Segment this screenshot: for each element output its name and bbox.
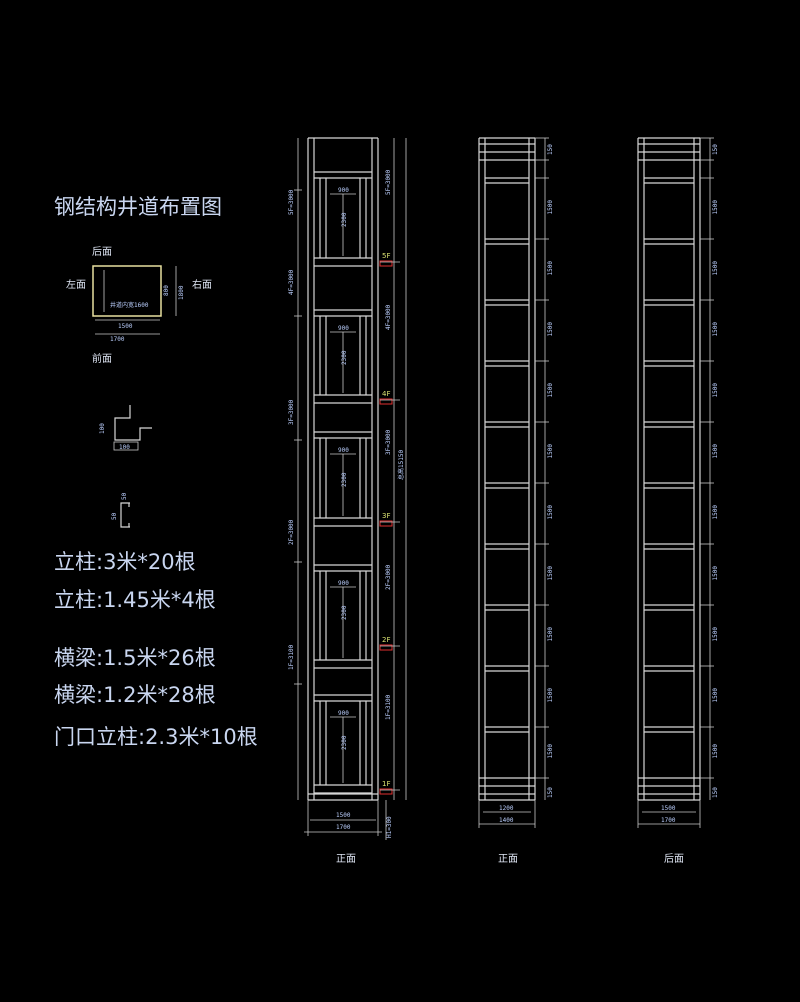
z-width: 100 (119, 444, 130, 451)
plan-depth-dim: 800 (163, 285, 170, 296)
floor-label: 1F (382, 780, 390, 788)
width-outer: 1400 (499, 817, 514, 824)
bay-dim: 1500 (712, 200, 719, 215)
bay-dim: 1500 (547, 566, 554, 581)
top-dim: 150 (547, 144, 554, 155)
bay-dim: 1500 (712, 261, 719, 276)
door-width: 900 (338, 187, 349, 194)
material-item: 立柱:3米*20根 (54, 550, 196, 574)
floor-height: 2F=3000 (385, 564, 392, 590)
c-profile: 50 50 (111, 492, 130, 528)
drawing-title: 钢结构井道布置图 (54, 195, 222, 219)
width-inner: 1500 (661, 805, 676, 812)
door-height: 2300 (341, 605, 348, 620)
bay-dim: 1500 (547, 444, 554, 459)
door-width: 900 (338, 580, 349, 587)
bottom-dim: 150 (712, 787, 719, 798)
floor-height: 3F=3000 (385, 429, 392, 455)
front-width-outer: 1700 (336, 824, 351, 831)
left-dim-text: 2F=3000 (288, 519, 295, 545)
bay-dim: 1500 (547, 261, 554, 276)
left-dim-text: 5F=3000 (288, 189, 295, 215)
floor-label: 4F (382, 390, 390, 398)
z-profile: 100 100 (99, 405, 152, 451)
plan-left-label: 左面 (66, 278, 86, 291)
door-height: 2300 (341, 735, 348, 750)
bay-dim: 1500 (547, 383, 554, 398)
bay-dim: 1500 (712, 444, 719, 459)
bay-dim: 1500 (547, 627, 554, 642)
bay-dim: 1500 (712, 688, 719, 703)
plan-front-label: 前面 (92, 352, 112, 365)
c-height: 50 (111, 512, 118, 520)
floor-height: 4F=3000 (385, 304, 392, 330)
plan-back-label: 后面 (92, 246, 112, 258)
bay-dim: 1500 (547, 322, 554, 337)
door-width: 900 (338, 447, 349, 454)
front-width-inner: 1500 (336, 812, 351, 819)
front-view-label: 正面 (336, 854, 356, 865)
door-height: 2300 (341, 350, 348, 365)
door-width: 900 (338, 325, 349, 332)
plan-side-dim: 1800 (178, 285, 185, 300)
floor-label: 5F (382, 252, 390, 260)
pit-height: H1=300 (386, 816, 393, 838)
door-height: 2300 (341, 472, 348, 487)
floor-level-marker (379, 788, 393, 795)
material-item: 门口立柱:2.3米*10根 (54, 725, 258, 749)
door-height: 2300 (341, 212, 348, 227)
bay-dim: 1500 (547, 744, 554, 759)
c-depth: 50 (121, 492, 128, 500)
shaft-outline (92, 265, 162, 317)
width-outer: 1700 (661, 817, 676, 824)
door-width: 900 (338, 710, 349, 717)
materials-list: 立柱:3米*20根 立柱:1.45米*4根 横梁:1.5米*26根 横梁:1.2… (54, 550, 258, 749)
bay-dim: 1500 (712, 383, 719, 398)
material-item: 横梁:1.2米*28根 (54, 683, 216, 707)
floor-level-marker (379, 260, 393, 267)
bay-dim: 1500 (712, 566, 719, 581)
bay-dim: 1500 (547, 505, 554, 520)
floor-height: 1F=3100 (385, 694, 392, 720)
plan-inner-width: 1500 (118, 323, 133, 330)
side-view-label: 正面 (498, 854, 518, 865)
bay-dim: 1500 (712, 744, 719, 759)
floor-label: 2F (382, 636, 390, 644)
material-item: 立柱:1.45米*4根 (54, 588, 216, 612)
bay-dim: 1500 (712, 505, 719, 520)
floor-level-marker (379, 644, 393, 651)
plan-right-label: 右面 (192, 278, 212, 291)
side-elevation: 150 1500 1500 1500 1500 1500 1500 1500 1500 1500 1… (478, 137, 554, 828)
bay-dim: 1500 (712, 627, 719, 642)
left-dim-text: 3F=3000 (288, 399, 295, 425)
plan-inner-label: 井道内宽1600 (110, 301, 149, 309)
plan-outer-width: 1700 (110, 336, 125, 343)
bottom-dim: 150 (547, 787, 554, 798)
back-view-label: 后面 (664, 853, 684, 865)
floor-level-marker (379, 520, 393, 527)
left-dim-text: 4F=3000 (288, 269, 295, 295)
top-dim: 150 (712, 144, 719, 155)
floor-label: 3F (382, 512, 390, 520)
front-elevation: 900 2300 5F 900 2300 4F 900 2300 3F 900 2300 2F 900 2… (288, 137, 407, 840)
left-dim-text: 1F=3100 (288, 644, 295, 670)
z-height: 100 (99, 423, 106, 434)
material-item: 横梁:1.5米*26根 (54, 646, 216, 670)
bay-dim: 1500 (712, 322, 719, 337)
total-height: 总高15150 (397, 450, 405, 480)
bay-dim: 1500 (547, 688, 554, 703)
bay-dim: 1500 (547, 200, 554, 215)
floor-height: 5F=3000 (385, 169, 392, 195)
plan-view: 后面 左面 右面 前面 井道内宽1600 1500 1700 800 1800 (66, 246, 212, 365)
floor-level-marker (379, 398, 393, 405)
back-elevation: 150 1500 1500 1500 1500 1500 1500 1500 1500 1500 1… (637, 137, 719, 828)
width-inner: 1200 (499, 805, 514, 812)
